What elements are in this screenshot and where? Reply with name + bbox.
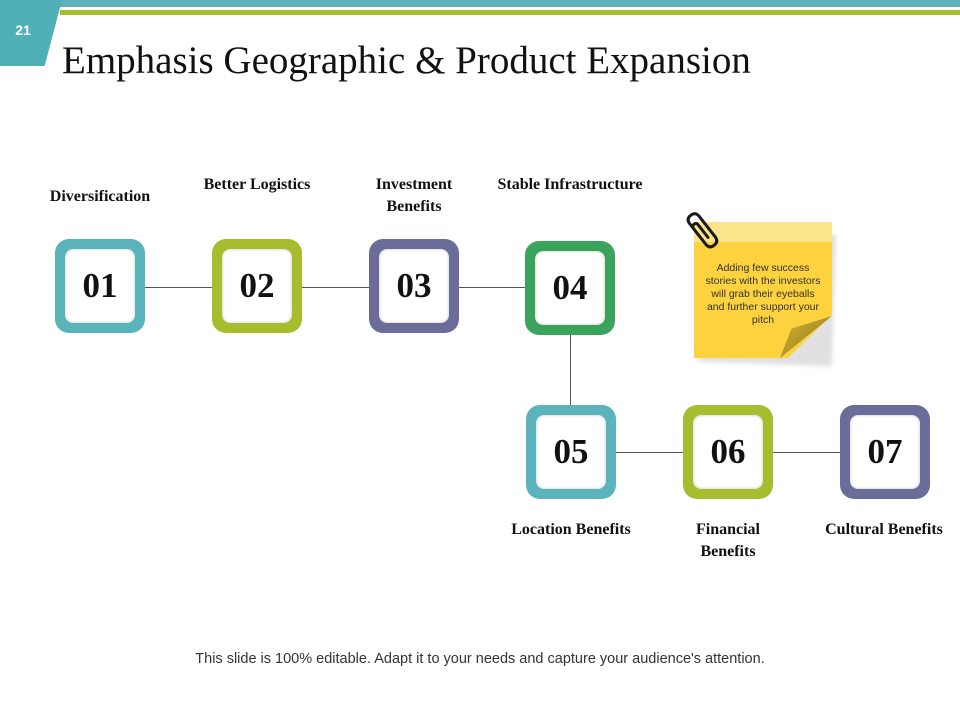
step-node-07: 07 (840, 405, 930, 499)
step-number: 01 (82, 266, 118, 305)
step-number: 02 (239, 266, 275, 305)
sticky-note-text: Adding few success stories with the inve… (705, 262, 821, 326)
paperclip-icon (686, 212, 719, 249)
step-label-07: Cultural Benefits (825, 521, 943, 538)
slide-title: Emphasis Geographic & Product Expansion (62, 39, 751, 82)
step-number: 07 (867, 432, 903, 471)
sticky-note-band (694, 222, 832, 242)
step-label-06: Financial Benefits (695, 521, 760, 560)
step-number: 05 (553, 432, 589, 471)
top-accent-line (60, 10, 960, 15)
step-label-03: Investment Benefits (375, 176, 453, 215)
step-node-02: 02 (212, 239, 302, 333)
step-number: 03 (396, 266, 432, 305)
connector-06-07 (773, 452, 840, 453)
step-node-05: 05 (526, 405, 616, 499)
step-node-06: 06 (683, 405, 773, 499)
connector-01-02 (145, 287, 212, 288)
connector-05-06 (616, 452, 683, 453)
step-node-01: 01 (55, 239, 145, 333)
step-node-04: 04 (525, 241, 615, 335)
sticky-note (694, 222, 832, 358)
step-label-02: Better Logistics (203, 176, 311, 193)
step-label-04: Stable Infrastructure (497, 176, 643, 193)
top-accent-bar (0, 0, 960, 7)
connector-02-03 (302, 287, 369, 288)
slide-footer: This slide is 100% editable. Adapt it to… (195, 651, 765, 667)
connector-03-04 (459, 287, 525, 288)
step-node-03: 03 (369, 239, 459, 333)
slide-number: 21 (15, 22, 31, 38)
step-number: 06 (710, 432, 746, 471)
step-label-05: Location Benefits (511, 521, 631, 538)
step-label-01: Diversification (49, 188, 151, 205)
step-number: 04 (552, 268, 588, 307)
connector-04-05 (570, 335, 571, 405)
